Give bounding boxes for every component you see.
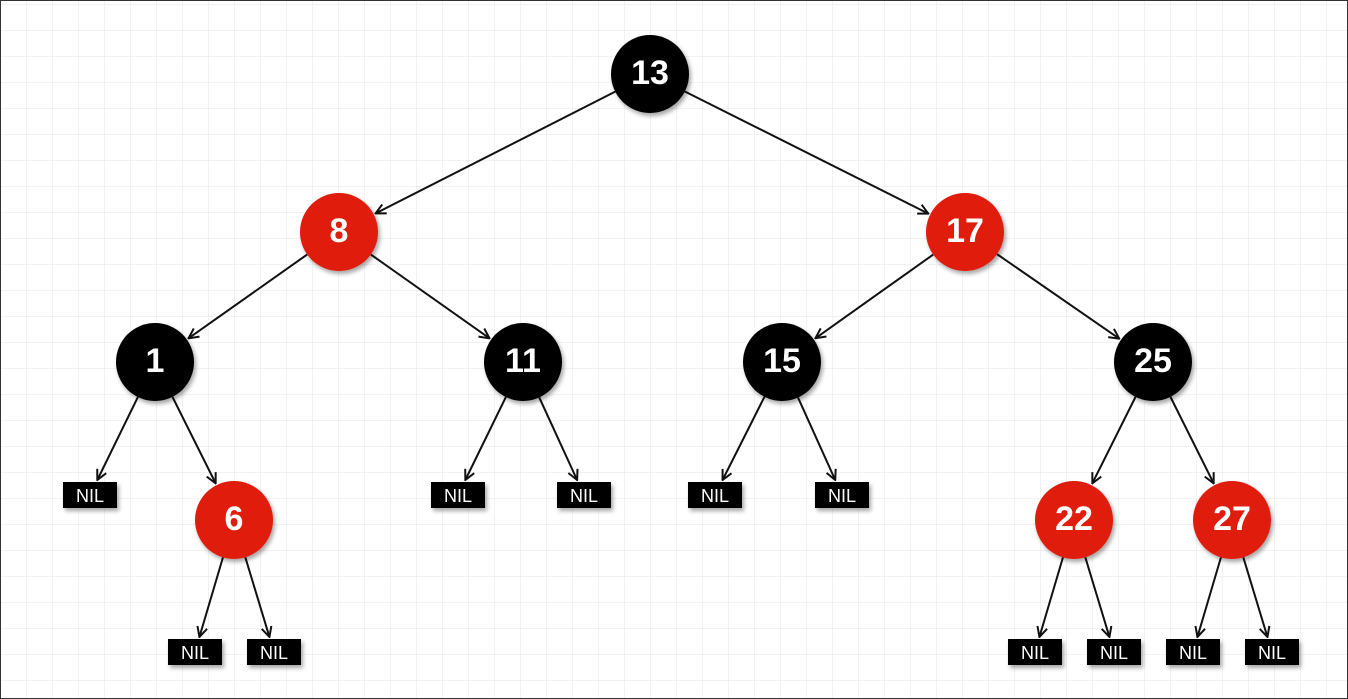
edge-n11-nil4 (465, 396, 507, 480)
node-circle-black (484, 323, 562, 401)
node-circle-red (300, 193, 378, 271)
edge-n17-n15 (815, 253, 934, 339)
nil-label: NIL (701, 486, 729, 506)
edge-n25-n27 (1169, 396, 1213, 483)
node-circle-red (926, 193, 1004, 271)
node-circle-black (743, 323, 821, 401)
edge-n6-nil2 (199, 557, 224, 637)
node-label: 1 (146, 342, 165, 380)
nil-box (815, 482, 869, 508)
nil-box (1245, 639, 1299, 665)
nil-leaf: NIL (815, 482, 869, 508)
nil-label: NIL (181, 643, 209, 663)
edge-n1-nil1 (97, 396, 139, 480)
nil-box (168, 639, 222, 665)
node-label: 25 (1134, 342, 1172, 380)
edge-n11-nil5 (538, 397, 577, 480)
nil-leaf: NIL (247, 639, 301, 665)
nil-leaf: NIL (168, 639, 222, 665)
node-circle-black (611, 35, 689, 113)
edge-n22-nil8 (1039, 557, 1064, 637)
node-circle-red (1193, 481, 1271, 559)
nil-label: NIL (570, 486, 598, 506)
node-circle-red (195, 481, 273, 559)
edge-n6-nil3 (244, 557, 269, 637)
edge-n13-n8 (376, 90, 616, 214)
nil-leaf: NIL (431, 482, 485, 508)
node-label: 22 (1055, 500, 1093, 538)
node-label: 15 (763, 342, 801, 380)
nil-leaf: NIL (1166, 639, 1220, 665)
edge-n17-n25 (996, 253, 1119, 338)
nil-leaf: NIL (1087, 639, 1141, 665)
nil-box (247, 639, 301, 665)
edge-n8-n11 (370, 253, 490, 339)
nil-box (63, 482, 117, 508)
edge-n27-nil10 (1197, 557, 1222, 637)
node-label: 8 (330, 212, 349, 250)
nil-box (1166, 639, 1220, 665)
node-label: 17 (946, 212, 984, 250)
tree-node-11: 11 (484, 323, 562, 401)
nil-leaf: NIL (63, 482, 117, 508)
nil-leaf: NIL (557, 482, 611, 508)
nil-box (688, 482, 742, 508)
node-circle-black (116, 323, 194, 401)
nil-box (557, 482, 611, 508)
edge-n25-n22 (1092, 396, 1137, 483)
edges (97, 90, 1267, 637)
node-label: 11 (505, 342, 541, 380)
tree-node-13: 13 (611, 35, 689, 113)
nil-label: NIL (76, 486, 104, 506)
tree-node-22: 22 (1035, 481, 1113, 559)
nil-label: NIL (828, 486, 856, 506)
nil-label: NIL (444, 486, 472, 506)
nil-box (431, 482, 485, 508)
edge-n1-n6 (171, 396, 215, 483)
node-circle-black (1114, 323, 1192, 401)
edge-n13-n17 (684, 90, 928, 213)
tree-node-8: 8 (300, 193, 378, 271)
edge-n15-nil6 (723, 396, 766, 480)
nil-label: NIL (260, 643, 288, 663)
node-label: 27 (1213, 500, 1251, 538)
nil-leaf: NIL (1008, 639, 1062, 665)
node-circle-red (1035, 481, 1113, 559)
nil-label: NIL (1179, 643, 1207, 663)
tree-node-6: 6 (195, 481, 273, 559)
nil-label: NIL (1258, 643, 1286, 663)
nil-box (1008, 639, 1062, 665)
tree-node-15: 15 (743, 323, 821, 401)
edge-n22-nil9 (1084, 557, 1109, 637)
nil-label: NIL (1100, 643, 1128, 663)
tree-node-25: 25 (1114, 323, 1192, 401)
nil-label: NIL (1021, 643, 1049, 663)
tree-node-27: 27 (1193, 481, 1271, 559)
tree-node-17: 17 (926, 193, 1004, 271)
node-label: 6 (225, 500, 244, 538)
edge-n15-nil7 (797, 397, 835, 480)
tree-node-1: 1 (116, 323, 194, 401)
edge-n27-nil11 (1242, 557, 1267, 637)
nil-leaf: NIL (1245, 639, 1299, 665)
nil-leaf: NIL (688, 482, 742, 508)
nil-box (1087, 639, 1141, 665)
node-label: 13 (631, 54, 669, 92)
edge-n8-n1 (188, 253, 308, 339)
